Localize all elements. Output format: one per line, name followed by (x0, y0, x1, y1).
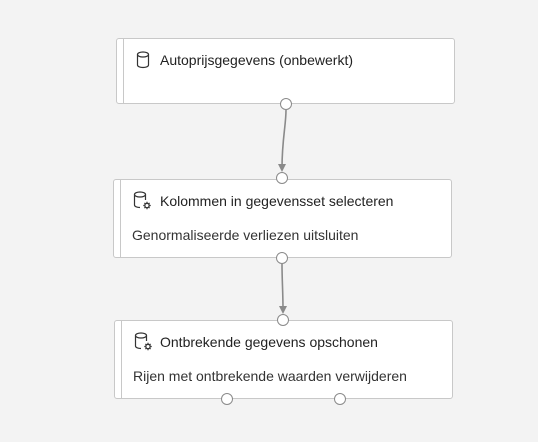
database-icon (136, 51, 150, 69)
module-title: Autoprijsgegevens (onbewerkt) (160, 52, 353, 68)
module-ontbrekende-gegevens[interactable]: Ontbrekende gegevens opschonen Rijen met… (114, 320, 453, 399)
module-selection-bar (121, 321, 122, 398)
database-gear-icon (134, 332, 152, 351)
input-port[interactable] (276, 172, 288, 184)
output-port[interactable] (280, 98, 292, 110)
module-autoprijsgegevens[interactable]: Autoprijsgegevens (onbewerkt) (116, 38, 455, 104)
database-gear-icon (133, 191, 151, 210)
output-port[interactable] (276, 252, 288, 264)
output-port[interactable] (334, 393, 346, 405)
module-selection-bar (123, 39, 124, 103)
module-description: Genormaliseerde verliezen uitsluiten (132, 227, 359, 243)
input-port[interactable] (277, 314, 289, 326)
output-port[interactable] (221, 393, 233, 405)
module-kolommen-selecteren[interactable]: Kolommen in gegevensset selecteren Genor… (113, 179, 452, 258)
connection-wire[interactable] (278, 109, 287, 172)
module-selection-bar (120, 180, 121, 257)
module-title: Kolommen in gegevensset selecteren (160, 193, 394, 209)
connection-wire[interactable] (278, 263, 287, 314)
module-description: Rijen met ontbrekende waarden verwijdere… (133, 368, 407, 384)
module-title: Ontbrekende gegevens opschonen (160, 334, 378, 350)
